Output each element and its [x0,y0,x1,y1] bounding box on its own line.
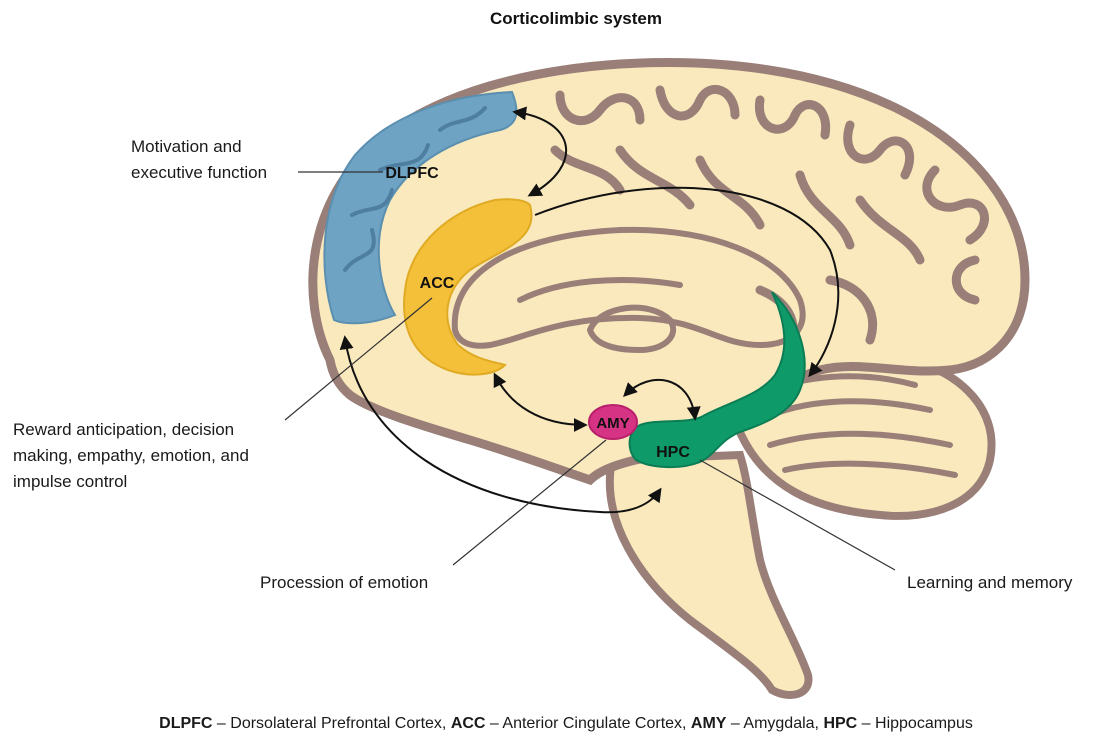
legend-acc-full: – Anterior Cingulate Cortex, [485,715,690,732]
amy-label: AMY [596,415,629,432]
legend-acc-abbr: ACC [451,715,486,732]
legend-amy-full: – Amygdala, [726,715,823,732]
legend-amy-abbr: AMY [691,715,727,732]
legend-dlpfc-abbr: DLPFC [159,715,213,732]
legend: DLPFC – Dorsolateral Prefrontal Cortex, … [159,715,973,732]
legend-hpc-abbr: HPC [823,715,857,732]
brain-stem [610,455,809,695]
acc-annotation-line3: impulse control [13,472,127,491]
legend-hpc-full: – Hippocampus [857,715,973,732]
amy-annotation: Procession of emotion [260,573,428,592]
dlpfc-annotation-line1: Motivation and [131,137,242,156]
brain-illustration [313,63,1025,695]
diagram-title: Corticolimbic system [490,9,662,28]
acc-label: ACC [420,275,455,292]
hpc-annotation: Learning and memory [907,573,1073,592]
dlpfc-label: DLPFC [385,165,439,182]
legend-dlpfc-full: – Dorsolateral Prefrontal Cortex, [212,715,450,732]
hpc-label: HPC [656,444,690,461]
dlpfc-annotation-line2: executive function [131,163,267,182]
acc-annotation-line1: Reward anticipation, decision [13,420,234,439]
acc-annotation-line2: making, empathy, emotion, and [13,446,249,465]
